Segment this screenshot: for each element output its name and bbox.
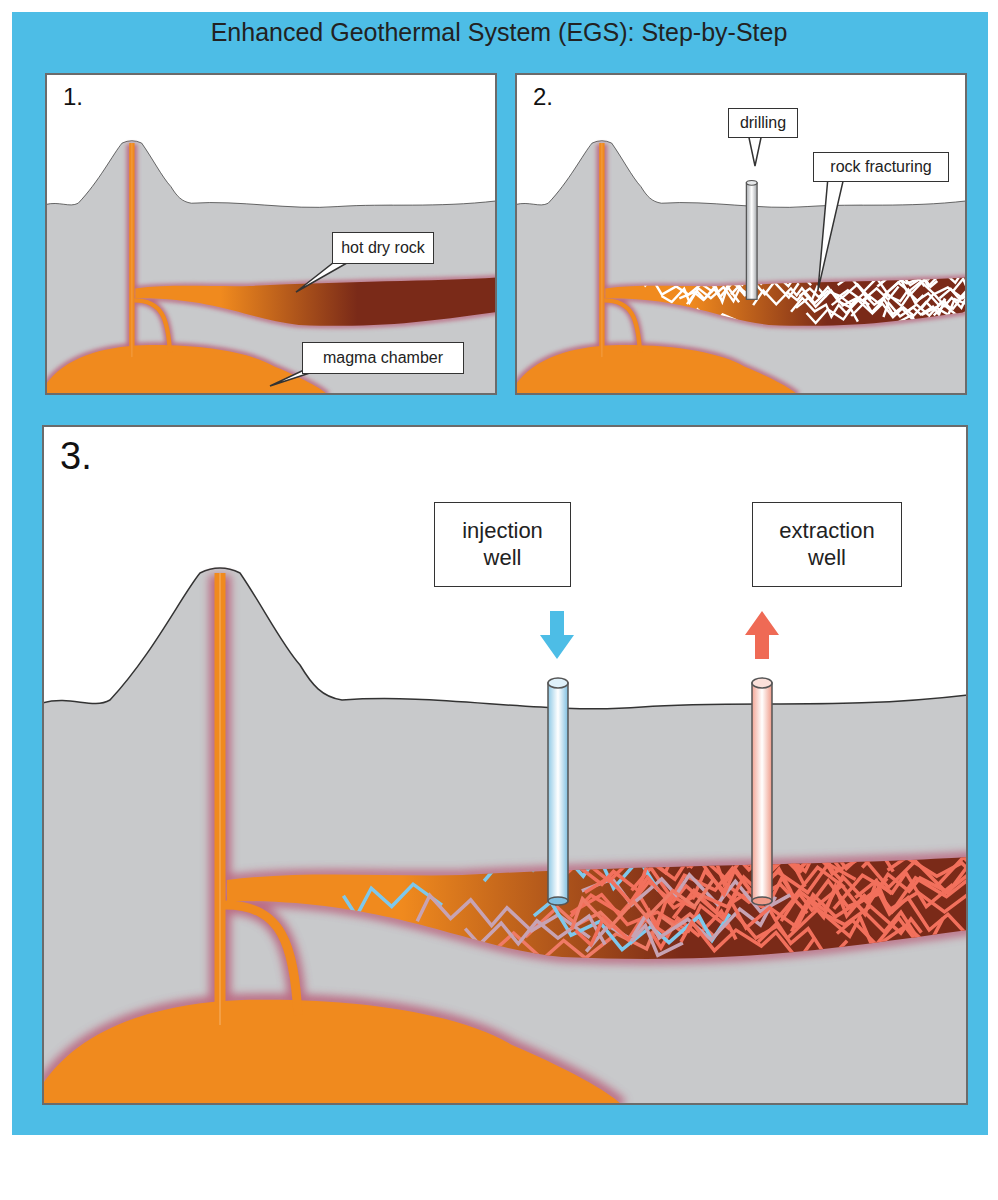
- rock-fracture: [641, 309, 710, 328]
- rock-fracture: [702, 863, 856, 895]
- panel-2-scene: [515, 73, 998, 395]
- extraction-arrow: [745, 611, 779, 659]
- step-number: 3.: [60, 435, 92, 478]
- panel-1-scene: [45, 73, 497, 395]
- rock-fracture: [883, 300, 949, 317]
- rock-fracture: [908, 293, 998, 316]
- rock-fracture: [838, 276, 909, 294]
- step-panel: 2. drilling rock fracturing: [515, 73, 967, 395]
- extraction-pipe-top: [752, 678, 772, 688]
- rock-fracture: [417, 895, 590, 937]
- injection-pipe: [548, 683, 568, 901]
- injection-pipe-top: [548, 678, 568, 688]
- rock-fracture: [791, 298, 858, 317]
- rock-fracture: [862, 826, 998, 872]
- callout-label: hot dry rock: [341, 238, 425, 257]
- callout-box: extraction well: [752, 502, 902, 587]
- drill-pipe-top: [746, 180, 757, 185]
- rock-fracture: [638, 269, 741, 286]
- callout-label: rock fracturing: [830, 157, 931, 176]
- callout-box: injection well: [434, 502, 571, 587]
- rock-fracture: [636, 310, 737, 329]
- rock-fracture: [888, 857, 998, 891]
- background-frame: [12, 12, 988, 1135]
- rock-fracture: [837, 918, 943, 946]
- diagram-title: Enhanced Geothermal System (EGS): Step-b…: [0, 18, 998, 47]
- callout-box: rock fracturing: [813, 152, 949, 182]
- injection-arrow: [540, 611, 574, 659]
- callout-label: injection well: [443, 518, 562, 571]
- callout-label: extraction well: [761, 518, 893, 571]
- callout-box: drilling: [728, 108, 798, 138]
- rock-fracture: [953, 279, 998, 294]
- injection-pipe-bottom: [548, 897, 568, 905]
- callout-tail: [818, 177, 844, 290]
- rock-fracture: [572, 880, 714, 930]
- rock-fracture: [758, 923, 847, 961]
- panel-3-scene: [42, 425, 998, 1105]
- rock-fracture: [731, 282, 799, 298]
- extraction-pipe-bottom: [752, 897, 772, 905]
- rock-fracture: [731, 895, 922, 944]
- step-panel: 1. hot dry rock magma chamber: [45, 73, 497, 395]
- callout-box: hot dry rock: [332, 232, 434, 264]
- rock-fracture: [731, 846, 843, 882]
- rock-fracture: [898, 315, 971, 330]
- rock-fracture: [877, 271, 976, 286]
- callout-box: magma chamber: [302, 342, 464, 374]
- extraction-pipe: [752, 683, 772, 901]
- step-panel: 3. injection well extraction well: [42, 425, 968, 1105]
- rock-fracture: [534, 902, 730, 950]
- rock-fracture: [707, 269, 812, 286]
- callout-label: drilling: [740, 113, 786, 132]
- rock-fracture: [810, 876, 983, 912]
- callout-label: magma chamber: [323, 348, 443, 367]
- step-number: 1.: [63, 83, 83, 111]
- rock-fracture: [633, 897, 776, 940]
- step-number: 2.: [533, 83, 553, 111]
- drill-pipe: [746, 183, 757, 299]
